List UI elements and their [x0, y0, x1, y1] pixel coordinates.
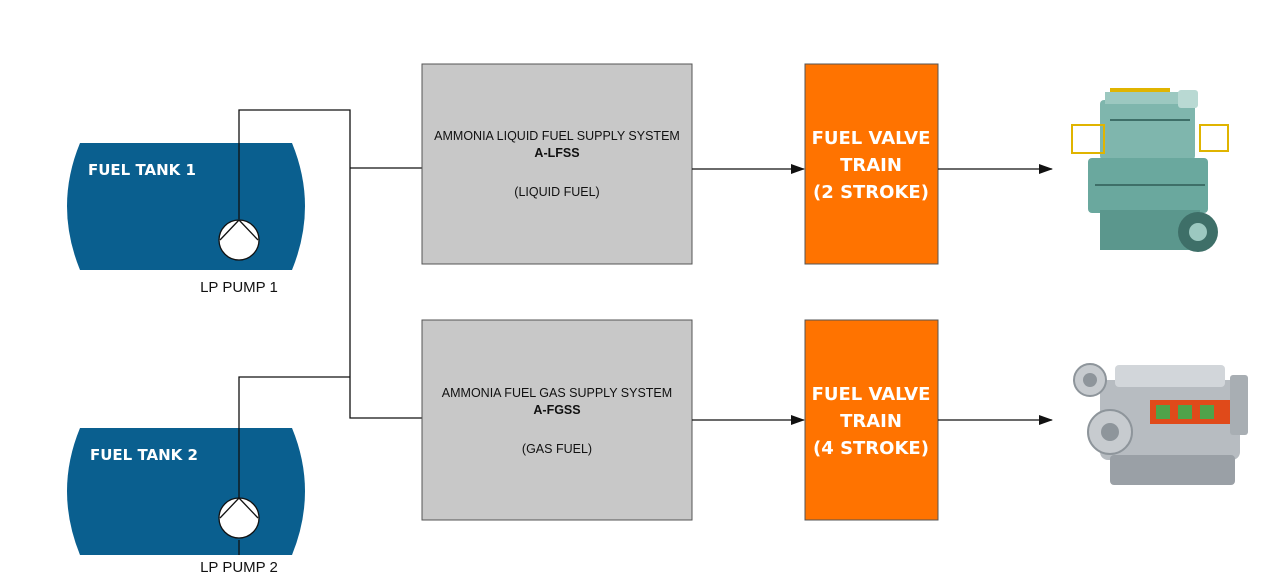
fuel-tank-1: FUEL TANK 1: [67, 143, 305, 270]
four-stroke-engine-icon: [1073, 363, 1248, 485]
valve-train-1-line3: (2 STROKE): [813, 182, 929, 203]
lp-pump-1-label: LP PUMP 1: [200, 279, 278, 296]
two-stroke-engine-icon: [1071, 88, 1229, 252]
fgss-box: AMMONIA FUEL GAS SUPPLY SYSTEM A-FGSS (G…: [421, 319, 693, 521]
fgss-code: A-FGSS: [533, 403, 580, 417]
valve-train-4-stroke: FUEL VALVE TRAIN (4 STROKE): [804, 319, 939, 521]
lp-pump-2-label: LP PUMP 2: [200, 559, 278, 576]
lfss-title: AMMONIA LIQUID FUEL SUPPLY SYSTEM: [434, 129, 680, 143]
fgss-subtitle: (GAS FUEL): [522, 442, 592, 456]
valve-train-1-line2: TRAIN: [840, 155, 902, 176]
lfss-subtitle: (LIQUID FUEL): [514, 185, 599, 199]
arrows-system-to-valve: [692, 164, 805, 425]
lfss-code: A-LFSS: [534, 146, 579, 160]
valve-train-2-stroke-shape: [804, 63, 939, 265]
lp-pump-1-triangle: [219, 219, 259, 241]
lp-pump-1: LP PUMP 1: [200, 219, 278, 296]
pipe-tank-2: [238, 376, 350, 518]
lp-pump-2: LP PUMP 2: [200, 497, 278, 576]
valve-train-2-line1: FUEL VALVE: [812, 384, 931, 405]
lfss-box-shape: [421, 63, 693, 265]
valve-train-4-stroke-shape: [804, 319, 939, 521]
valve-train-2-line2: TRAIN: [840, 411, 902, 432]
fuel-tank-2-label: FUEL TANK 2: [90, 446, 198, 464]
valve-train-2-line3: (4 STROKE): [813, 438, 929, 459]
pipe-to-fgss: [349, 377, 422, 419]
lp-pump-1-icon: [218, 219, 260, 261]
fgss-box-shape: [421, 319, 693, 521]
fuel-tank-2: FUEL TANK 2: [67, 428, 305, 555]
valve-train-1-line1: FUEL VALVE: [812, 128, 931, 149]
lp-pump-2-triangle: [219, 497, 259, 519]
fgss-title: AMMONIA FUEL GAS SUPPLY SYSTEM: [442, 386, 672, 400]
fuel-tank-1-label: FUEL TANK 1: [88, 161, 196, 179]
piping-lines: [238, 109, 422, 555]
arrows-valve-to-engine: [938, 164, 1053, 425]
pipe-tank-1: [238, 109, 351, 377]
lfss-box: AMMONIA LIQUID FUEL SUPPLY SYSTEM A-LFSS…: [421, 63, 693, 265]
valve-train-2-stroke: FUEL VALVE TRAIN (2 STROKE): [804, 63, 939, 265]
lp-pump-2-icon: [218, 497, 260, 539]
